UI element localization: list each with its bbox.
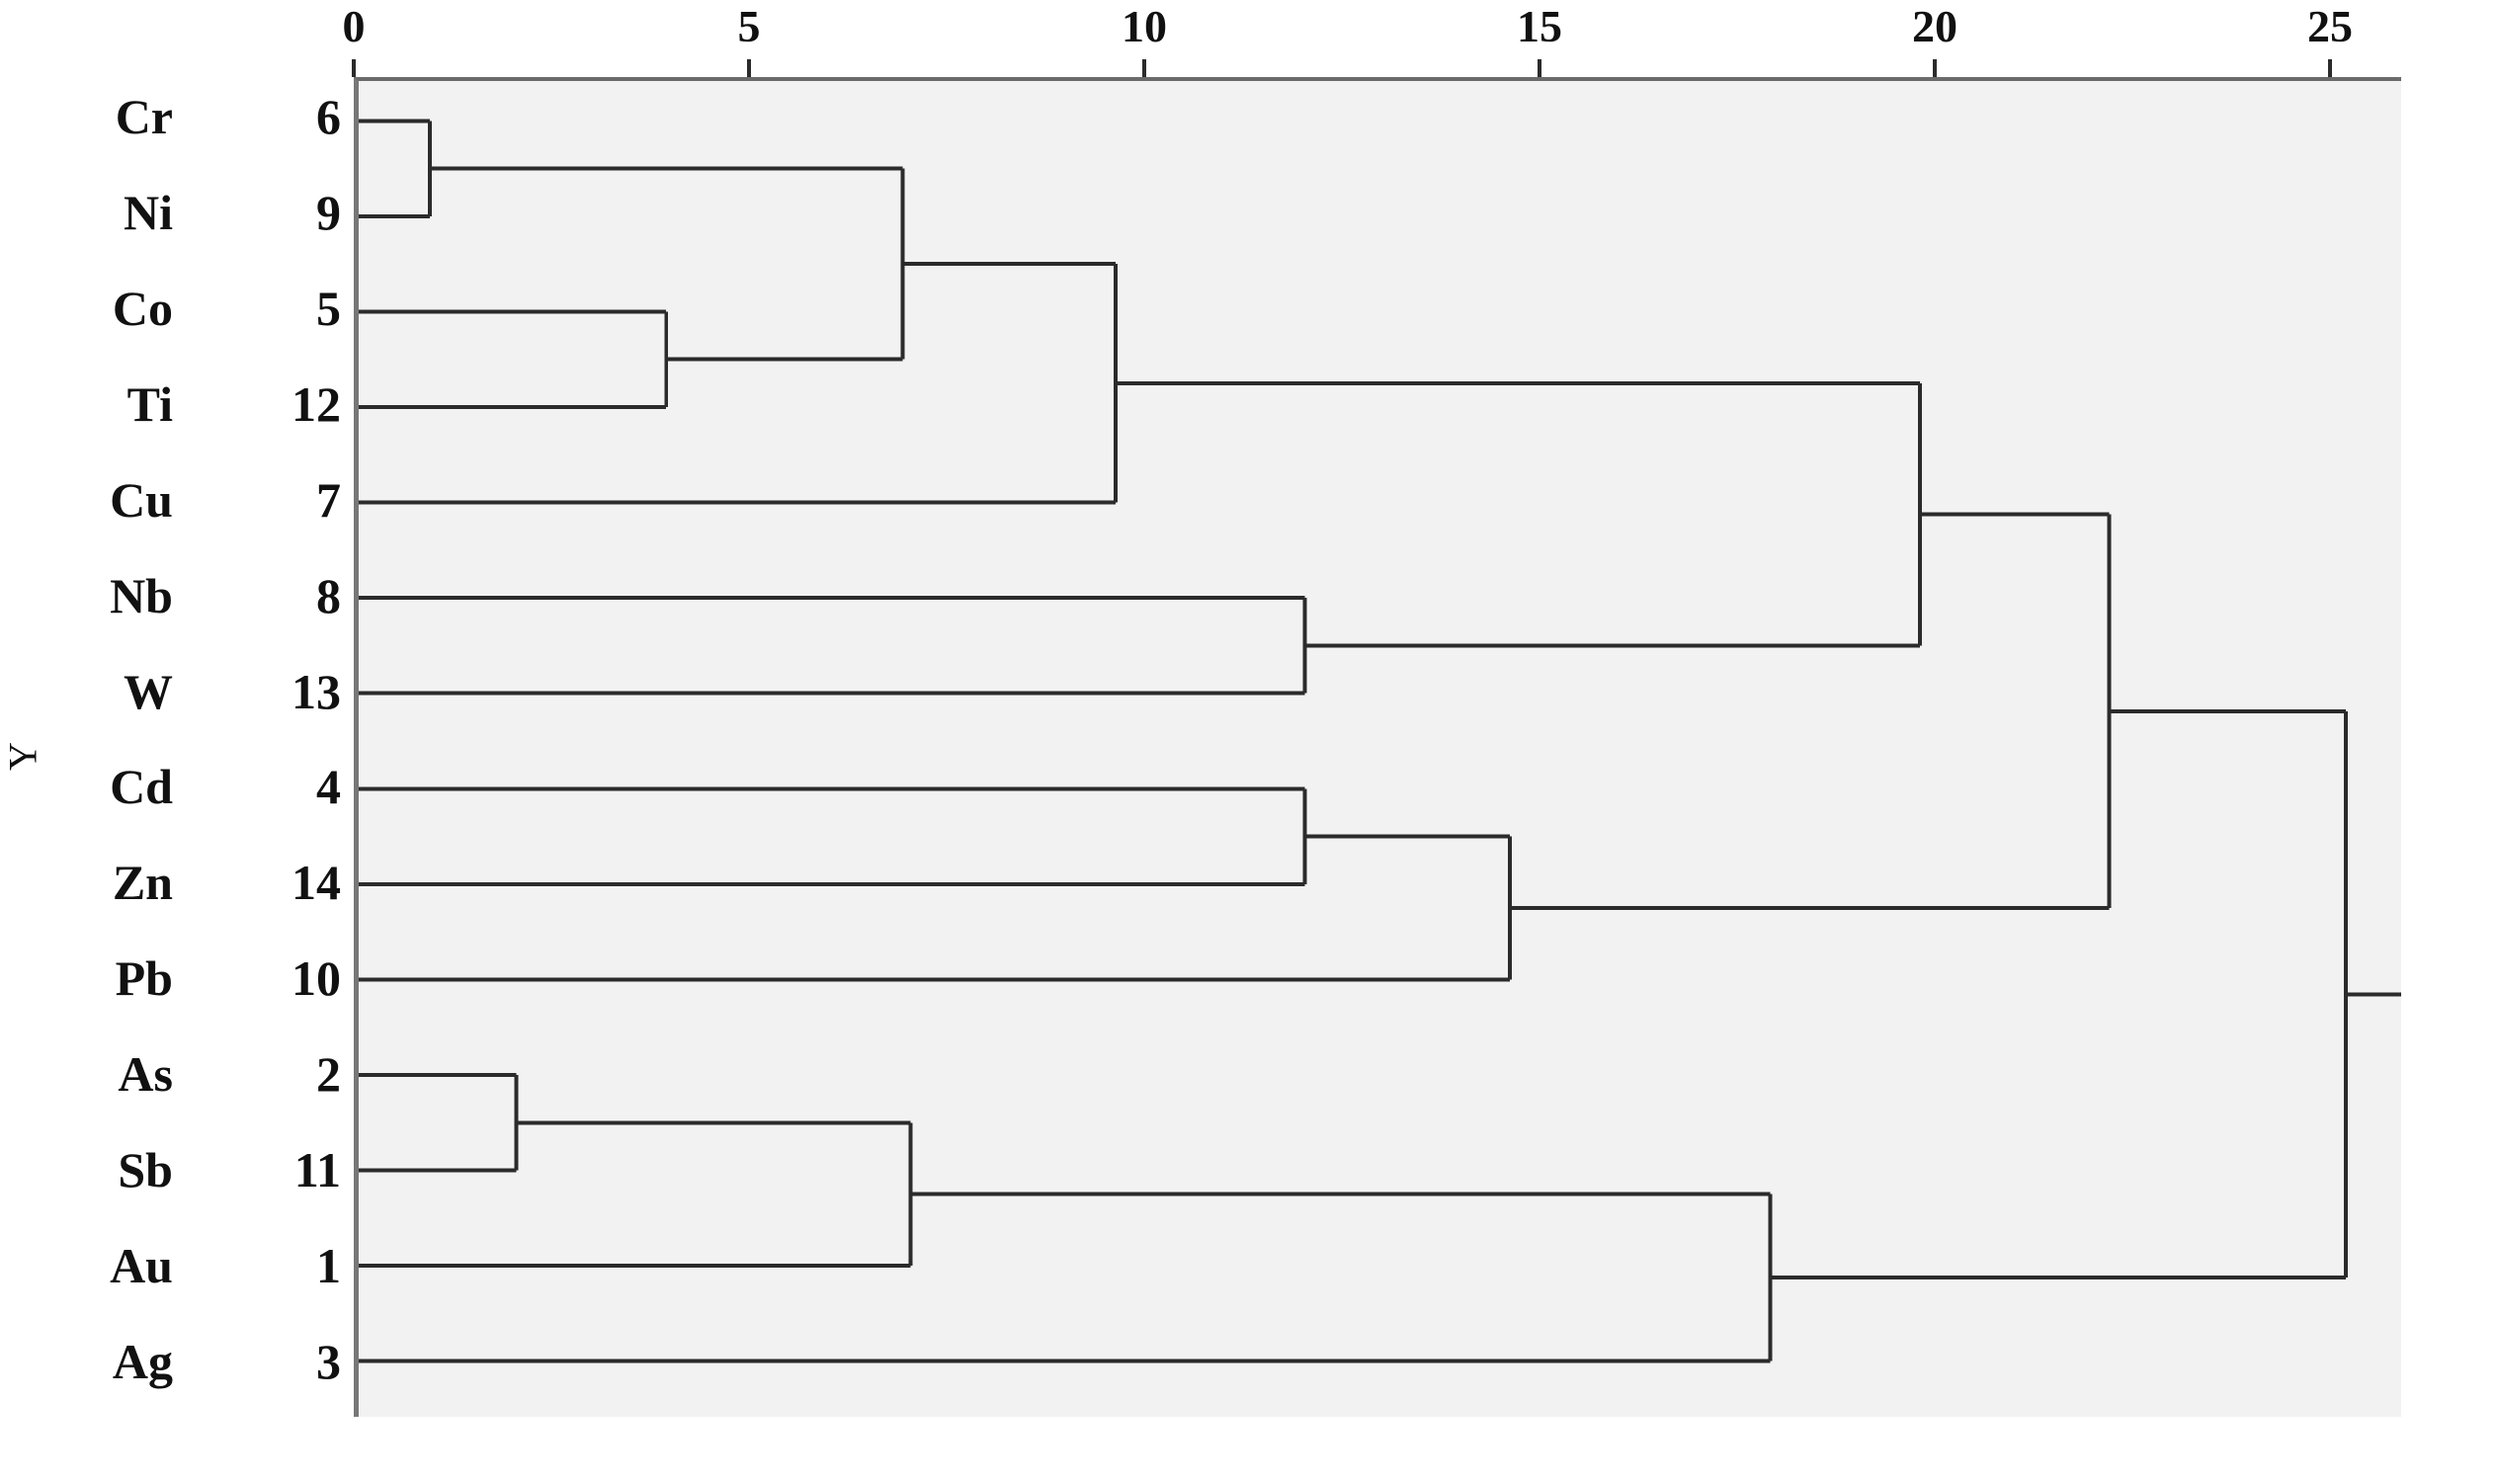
leaf-number: 3	[316, 1333, 341, 1389]
leaf-number: 7	[316, 471, 341, 528]
dendrogram-links	[359, 119, 2401, 1363]
dendrogram-plot-area	[354, 77, 2401, 1417]
leaf-label: Pb	[115, 950, 173, 1007]
leaf-label: Au	[110, 1237, 173, 1293]
x-axis-tick-label: 5	[737, 1, 761, 51]
x-axis-tick-mark	[352, 59, 356, 77]
leaf-number: 1	[316, 1237, 341, 1293]
leaf-number: 8	[316, 567, 341, 623]
leaf-label: Cu	[110, 471, 173, 528]
leaf-label: Ti	[126, 376, 173, 432]
leaf-number: 13	[291, 663, 341, 719]
x-axis-tick-mark	[1933, 59, 1937, 77]
leaf-number: 4	[316, 759, 341, 815]
leaf-number: 9	[316, 185, 341, 241]
leaf-label: Cr	[115, 89, 173, 145]
leaf-label: Ni	[124, 185, 173, 241]
leaf-number: 6	[316, 89, 341, 145]
x-axis-tick-mark	[1142, 59, 1146, 77]
leaf-label: Sb	[118, 1141, 173, 1197]
x-axis-tick-label: 20	[1912, 1, 1957, 51]
leaf-label: Co	[112, 281, 173, 337]
x-axis-tick-label: 0	[342, 1, 366, 51]
leaf-number: 14	[291, 855, 341, 911]
x-axis-tick-mark	[2328, 59, 2332, 77]
x-axis-tick-label: 15	[1517, 1, 1562, 51]
leaf-label: Ag	[112, 1333, 173, 1389]
leaf-label: Nb	[110, 567, 173, 623]
leaf-label: Cd	[110, 759, 173, 815]
x-axis-tick-label: 25	[2307, 1, 2353, 51]
leaf-number: 12	[291, 376, 341, 432]
x-axis-tick-mark	[747, 59, 751, 77]
x-axis-tick-label: 10	[1122, 1, 1167, 51]
x-axis-tick-mark	[1538, 59, 1541, 77]
leaf-number: 5	[316, 281, 341, 337]
leaf-number: 11	[293, 1141, 341, 1197]
leaf-label: Zn	[112, 855, 173, 911]
leaf-number: 2	[316, 1046, 341, 1102]
y-axis-label: Y	[0, 742, 45, 771]
leaf-number: 10	[291, 950, 341, 1007]
leaf-label: W	[124, 663, 173, 719]
leaf-label: As	[118, 1046, 173, 1102]
